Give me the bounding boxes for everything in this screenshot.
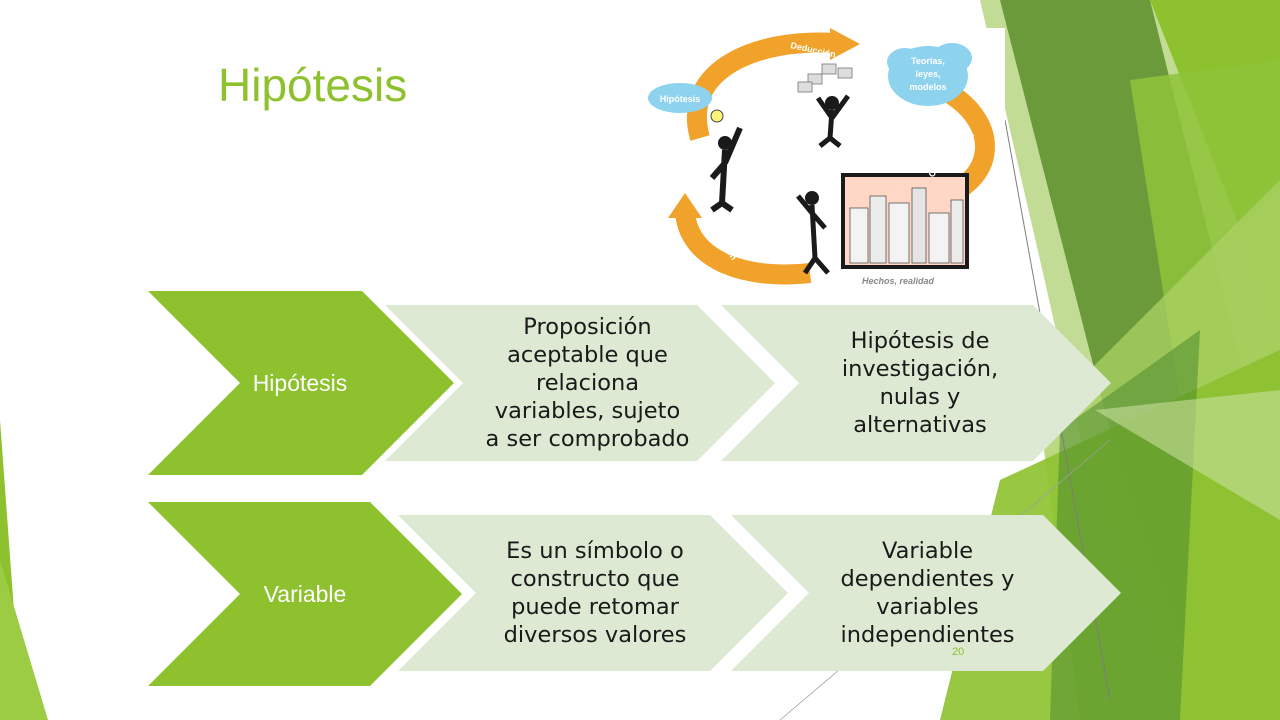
chevron-desc-2-1-shape	[398, 515, 788, 671]
desc-line: a ser comprobado	[485, 426, 690, 453]
chevron-desc-1-2-shape	[721, 305, 1111, 461]
theories-cloud	[887, 43, 972, 106]
desc-line: variables, sujeto	[494, 398, 681, 425]
theories-label-1: Teorías,	[911, 56, 945, 66]
theories-label-3: modelos	[909, 82, 946, 92]
desc-line: diversos valores	[503, 622, 687, 649]
chevron-desc-hipotesis-types: Hipótesis de investigación, nulas y alte…	[800, 305, 1040, 461]
hypothesis-label: Hipótesis	[660, 94, 701, 104]
desc-line: Es un símbolo o	[506, 537, 684, 564]
chevron-head-variable: Variable	[235, 502, 375, 686]
chevron-desc-1-1-shape	[385, 305, 775, 461]
slide-title: Hipótesis	[218, 59, 408, 111]
page-number: 20	[952, 646, 965, 658]
desc-line: relaciona	[535, 369, 640, 396]
desc-line: puede retomar	[511, 594, 679, 620]
desc-line: Variable	[881, 537, 974, 564]
chevron-desc-2-2-shape	[731, 515, 1121, 671]
desc-line: Hipótesis de	[850, 327, 990, 354]
desc-line: independientes	[840, 622, 1015, 649]
desc-line: nulas y	[879, 384, 961, 410]
chevron-head-2-shape	[148, 502, 462, 686]
desc-line: variables	[876, 594, 979, 620]
chevron-head-variable-label: Variable	[263, 580, 347, 607]
facts-label: Hechos, realidad	[862, 276, 935, 286]
observer-figure	[815, 94, 851, 148]
chevron-desc-variable-types: Variable dependientes y variables indepe…	[805, 515, 1050, 671]
thinker-figure	[709, 126, 743, 213]
theories-label-2: leyes,	[915, 69, 940, 79]
chevron-head-hipotesis: Hipótesis	[230, 291, 370, 475]
desc-line: investigación,	[841, 355, 999, 382]
desc-line: aceptable que	[507, 341, 668, 368]
desc-line: constructo que	[510, 565, 680, 592]
hypothesis-cloud	[648, 83, 712, 113]
chevron-desc-variable-definition: Es un símbolo o constructo que puede ret…	[470, 515, 720, 671]
chevron-head-1-shape	[148, 291, 454, 475]
chevron-desc-hipotesis-definition: Proposición aceptable que relaciona vari…	[460, 305, 715, 461]
desc-line: Proposición	[523, 313, 652, 340]
chevron-head-hipotesis-label: Hipótesis	[252, 369, 348, 396]
scientific-method-illustration: Hipótesis Deducción Teorías, leyes, mode…	[640, 28, 1005, 290]
desc-line: dependientes y	[840, 565, 1015, 592]
city-image	[841, 173, 969, 269]
questioning-figure	[796, 191, 830, 275]
desc-line: alternativas	[853, 412, 987, 439]
